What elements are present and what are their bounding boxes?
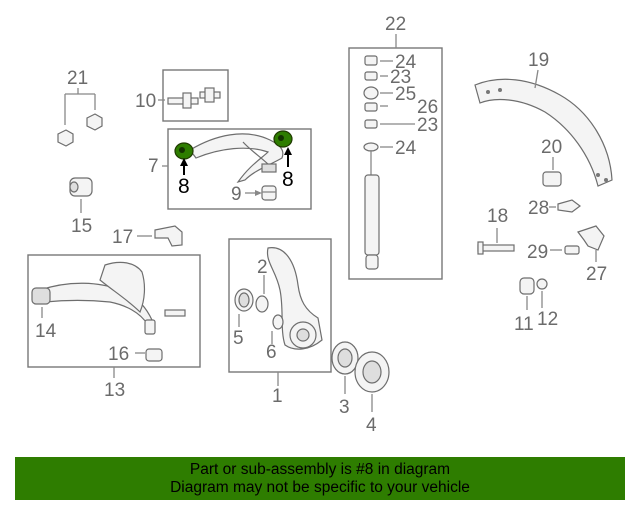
steering-knuckle bbox=[266, 247, 323, 350]
box-upper-arm bbox=[167, 128, 312, 210]
banner-line-1: Part or sub-assembly is #8 in diagram bbox=[189, 461, 451, 478]
label-10: 10 bbox=[135, 91, 156, 112]
bracket-17 bbox=[154, 225, 183, 247]
bushing-8-left bbox=[174, 142, 194, 160]
bushing-15 bbox=[69, 177, 93, 197]
label-8-right: 8 bbox=[282, 168, 294, 191]
label-13: 13 bbox=[104, 380, 125, 401]
seal-5 bbox=[234, 288, 254, 312]
label-25: 25 bbox=[395, 84, 416, 105]
cover-4 bbox=[354, 351, 390, 393]
label-14: 14 bbox=[35, 321, 57, 342]
frame-19 bbox=[474, 78, 613, 187]
label-24a: 24 bbox=[395, 52, 417, 73]
label-16: 16 bbox=[108, 344, 129, 365]
label-4: 4 bbox=[366, 415, 377, 436]
label-3: 3 bbox=[339, 397, 350, 418]
label-20: 20 bbox=[541, 137, 562, 158]
label-18: 18 bbox=[487, 206, 508, 227]
bump-stop-9 bbox=[261, 185, 277, 201]
nut-29 bbox=[564, 245, 580, 255]
label-29: 29 bbox=[527, 242, 548, 263]
bushing-20 bbox=[542, 171, 562, 187]
label-27: 27 bbox=[586, 264, 607, 285]
label-12: 12 bbox=[537, 309, 558, 330]
label-24b: 24 bbox=[395, 138, 417, 159]
label-17: 17 bbox=[112, 227, 133, 248]
shock-absorber bbox=[363, 55, 380, 270]
label-2: 2 bbox=[257, 257, 268, 278]
label-26: 26 bbox=[417, 97, 438, 118]
label-5: 5 bbox=[233, 328, 244, 349]
label-1: 1 bbox=[272, 386, 283, 407]
gasket-3 bbox=[331, 341, 359, 375]
nut-12 bbox=[536, 278, 548, 290]
label-23a: 23 bbox=[390, 67, 411, 88]
label-9: 9 bbox=[231, 184, 242, 205]
label-23b: 23 bbox=[417, 115, 438, 136]
label-11: 11 bbox=[514, 314, 534, 335]
seal-6 bbox=[272, 314, 284, 330]
parts-diagram: 1 2 3 4 5 6 7 8 8 9 10 11 12 13 14 15 16… bbox=[27, 14, 613, 436]
box-bolt bbox=[162, 69, 229, 122]
bolt-18 bbox=[477, 241, 515, 255]
clip-28 bbox=[557, 199, 581, 213]
label-15: 15 bbox=[71, 216, 92, 237]
bracket-27 bbox=[577, 225, 605, 251]
lower-control-arm bbox=[31, 261, 186, 362]
bearing-2 bbox=[255, 295, 269, 313]
label-22: 22 bbox=[385, 14, 406, 35]
label-28: 28 bbox=[528, 198, 549, 219]
label-6: 6 bbox=[266, 342, 277, 363]
nuts-21 bbox=[57, 113, 103, 147]
box-knuckle bbox=[228, 238, 332, 373]
info-banner: Part or sub-assembly is #8 in diagram Di… bbox=[15, 457, 625, 500]
label-7: 7 bbox=[148, 156, 159, 177]
bushing-11 bbox=[519, 277, 535, 295]
label-8-left: 8 bbox=[178, 175, 190, 198]
banner-line-2: Diagram may not be specific to your vehi… bbox=[170, 479, 470, 496]
upper-control-arm bbox=[189, 133, 284, 184]
bushing-8-right bbox=[273, 130, 293, 148]
label-19: 19 bbox=[528, 50, 549, 71]
bolt-10 bbox=[167, 87, 221, 109]
label-21: 21 bbox=[67, 68, 88, 89]
